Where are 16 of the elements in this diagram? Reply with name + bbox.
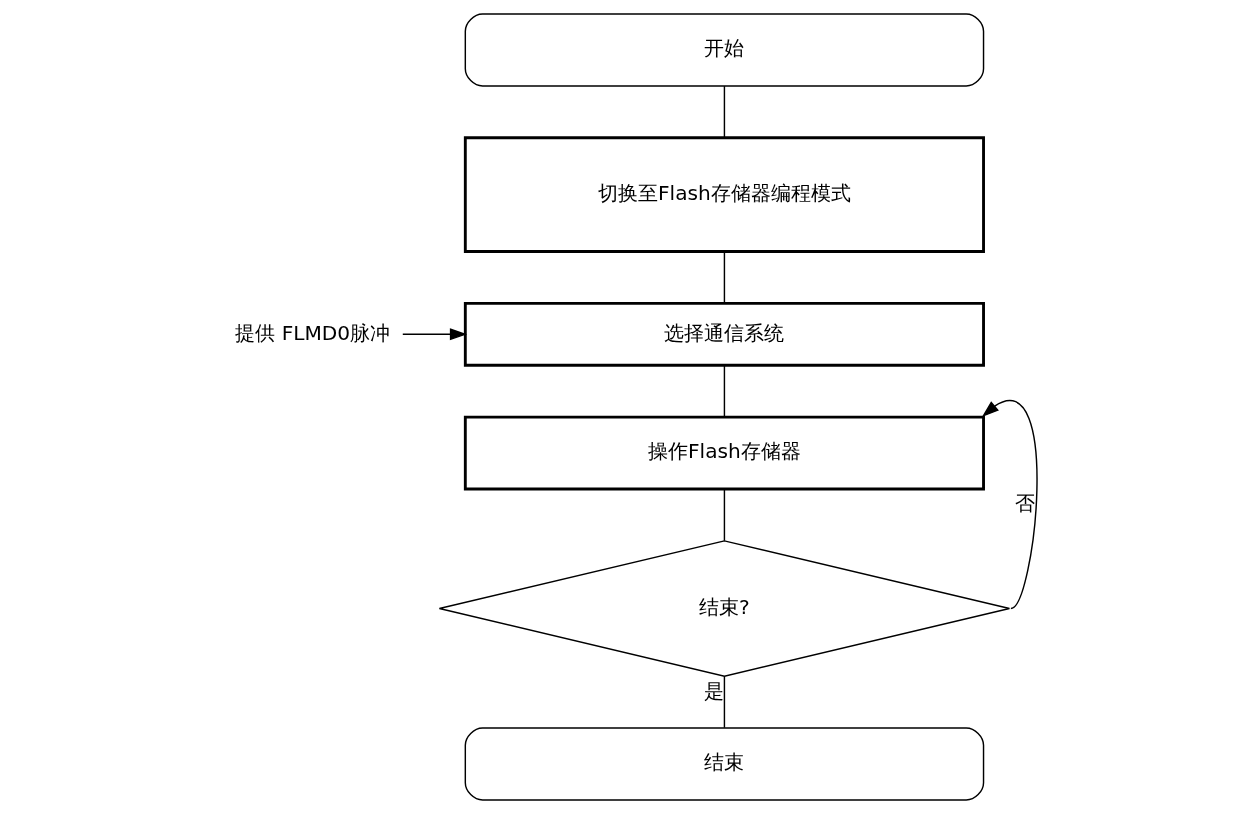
arrow	[402, 328, 468, 341]
arrow	[981, 399, 1038, 610]
connector	[723, 488, 726, 542]
connector	[723, 251, 726, 304]
node-text: 提供 FLMD0脉冲	[235, 320, 391, 345]
node-box: 切换至Flash存储器编程模式	[463, 136, 985, 253]
connector	[723, 364, 726, 418]
node-box: 选择通信系统	[463, 301, 985, 367]
node-box: 结束	[464, 727, 985, 801]
connector	[723, 85, 726, 139]
edge-label: 是	[703, 678, 724, 703]
node-diamond: 结束?	[438, 540, 1011, 677]
connector	[723, 675, 726, 729]
node-box: 操作Flash存储器	[463, 415, 985, 491]
edge-label: 否	[1014, 490, 1035, 515]
node-box: 开始	[464, 13, 985, 87]
